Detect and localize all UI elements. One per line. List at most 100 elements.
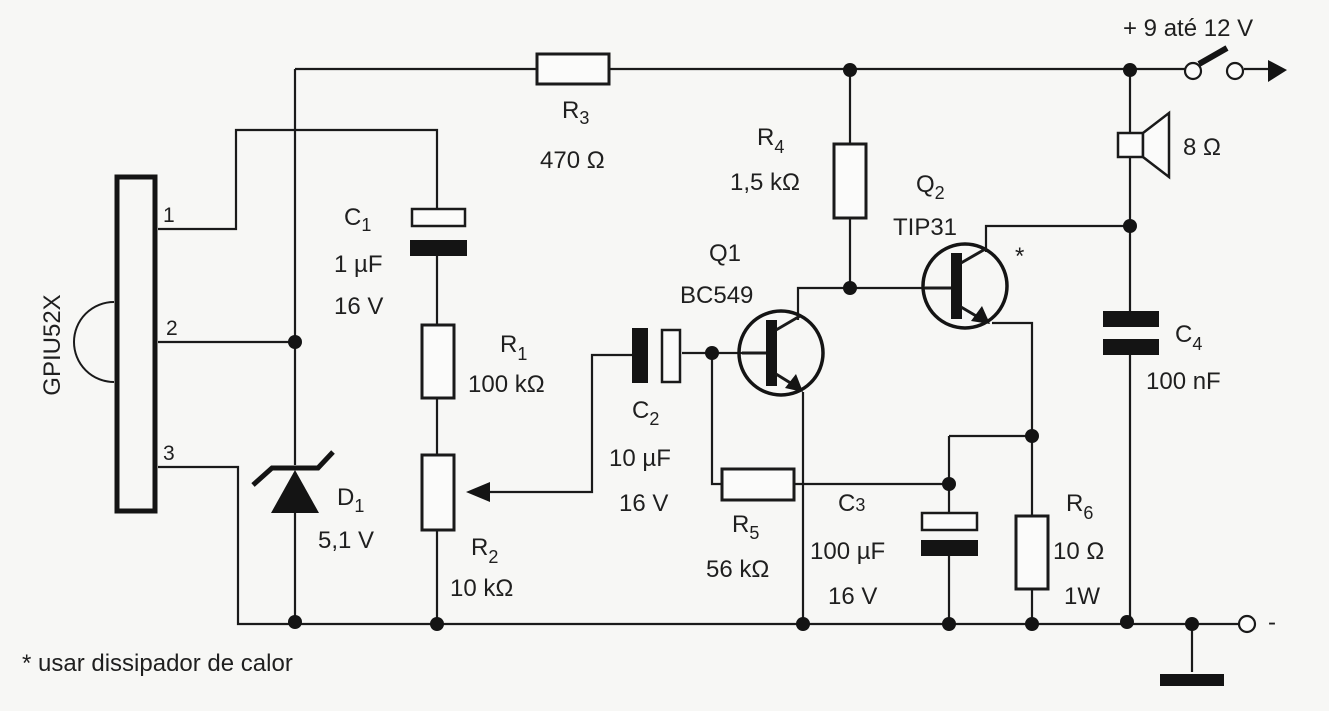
pin-1-label: 1 [163,204,175,227]
c3-voltage: 16 V [828,583,877,610]
resistor-r1-body [420,323,456,400]
heatsink-mark: * [1015,243,1024,270]
wire-q1-collector [796,286,925,320]
wire-pin1-c1 [158,128,439,231]
power-switch: + 9 até 12 V [1123,15,1287,82]
zener-diode-d1: D1 5,1 V [251,450,374,554]
wire-q2-collector [984,224,1130,252]
r4-value: 1,5 kΩ [730,169,800,196]
d1-value: 5,1 V [318,527,374,554]
r5-idx: 5 [749,523,759,543]
negative-terminal [1237,614,1257,634]
c1-ref: C [344,204,361,231]
c3-ref: C [838,490,855,517]
capacitor-c2: C2 10 µF 16 V [609,328,682,517]
c1-voltage: 16 V [334,293,383,320]
resistor-r4: R4 1,5 kΩ [730,124,868,220]
d1-ref: D [337,484,354,511]
supply-arrow-icon [1268,60,1287,82]
r2-ref: R [471,534,488,561]
r6-value: 10 Ω [1053,538,1104,565]
wire-ground-rail [158,465,1238,626]
svg-text:R5: R5 [732,511,759,543]
c2-plate-positive [660,328,682,384]
potentiometer-r2-body [420,453,456,532]
c2-voltage: 16 V [619,490,668,517]
c2-ref: C [632,397,649,424]
junction [288,335,302,349]
ground-icon [1160,674,1224,686]
switch-lever-icon [1197,45,1229,67]
r5-value: 56 kΩ [706,556,769,583]
resistor-r3-body [535,52,611,86]
ground: - [1160,609,1276,686]
negative-label: - [1268,609,1276,636]
footnote: * usar dissipador de calor [22,650,293,677]
r6-ref: R [1066,490,1083,517]
sensor-dome-icon [73,301,115,383]
svg-text:R2: R2 [471,534,498,567]
c1-idx: 1 [361,215,371,235]
c1-value: 1 µF [334,251,383,278]
capacitor-c3: C3 100 µF 16 V [810,490,979,610]
q1-emitter-arrow-icon [785,374,803,392]
r1-value: 100 kΩ [468,371,545,398]
c3-value: 100 µF [810,538,885,565]
c3-plate-negative [921,540,978,556]
r3-value: 470 Ω [540,147,605,174]
resistor-r6-body [1014,514,1050,591]
junction [1025,429,1039,443]
svg-text:R6: R6 [1066,490,1093,523]
resistor-r4-body [832,142,868,220]
junction [1120,615,1134,629]
r6-power: 1W [1064,583,1100,610]
r2-idx: 2 [488,547,498,567]
pin-2-label: 2 [166,317,178,340]
junction [796,617,810,631]
zener-triangle-icon [271,470,319,513]
q2-ref: Q [916,171,935,198]
r6-idx: 6 [1083,503,1093,523]
c3-plate-positive [920,511,979,532]
junction [1123,219,1137,233]
svg-text:C2: C2 [632,397,659,429]
speaker-coil [1116,131,1145,159]
svg-text:C4: C4 [1175,321,1202,354]
speaker: 8 Ω [1116,110,1221,180]
r3-ref: R [562,97,579,124]
svg-text:Q2: Q2 [916,171,945,203]
junction [288,615,302,629]
r1-ref: R [500,331,517,358]
wiper-arrow-icon [466,482,490,502]
transistor-q2: Q2 TIP31 * [893,171,1024,330]
q1-base-bar [766,320,777,386]
d1-idx: 1 [354,496,364,516]
ir-sensor: GPIU52X 1 2 3 [39,174,178,514]
q2-base-bar [951,253,962,319]
speaker-icon [1141,110,1171,180]
c2-value: 10 µF [609,445,671,472]
q2-idx: 2 [935,183,945,203]
capacitor-c1: C1 1 µF 16 V [334,204,467,320]
r3-idx: 3 [579,108,589,128]
q2-emitter-arrow-icon [971,306,990,324]
c4-plate-top [1103,311,1159,327]
potentiometer-r2: R2 10 kΩ [420,453,513,602]
junction [843,63,857,77]
q1-part: BC549 [680,282,753,309]
c4-ref: C [1175,321,1192,348]
q2-collector-lead [960,246,988,265]
r4-ref: R [757,124,774,151]
svg-text:C1: C1 [344,204,371,235]
junction [1185,617,1199,631]
wires [158,67,1268,672]
junction [843,281,857,295]
c1-plate-negative [410,240,467,256]
junction [1123,63,1137,77]
junction [942,617,956,631]
q1-collector-lead [775,314,801,332]
c2-plate-negative [632,328,648,383]
c4-value: 100 nF [1146,368,1221,395]
resistor-r5-body [720,467,796,502]
